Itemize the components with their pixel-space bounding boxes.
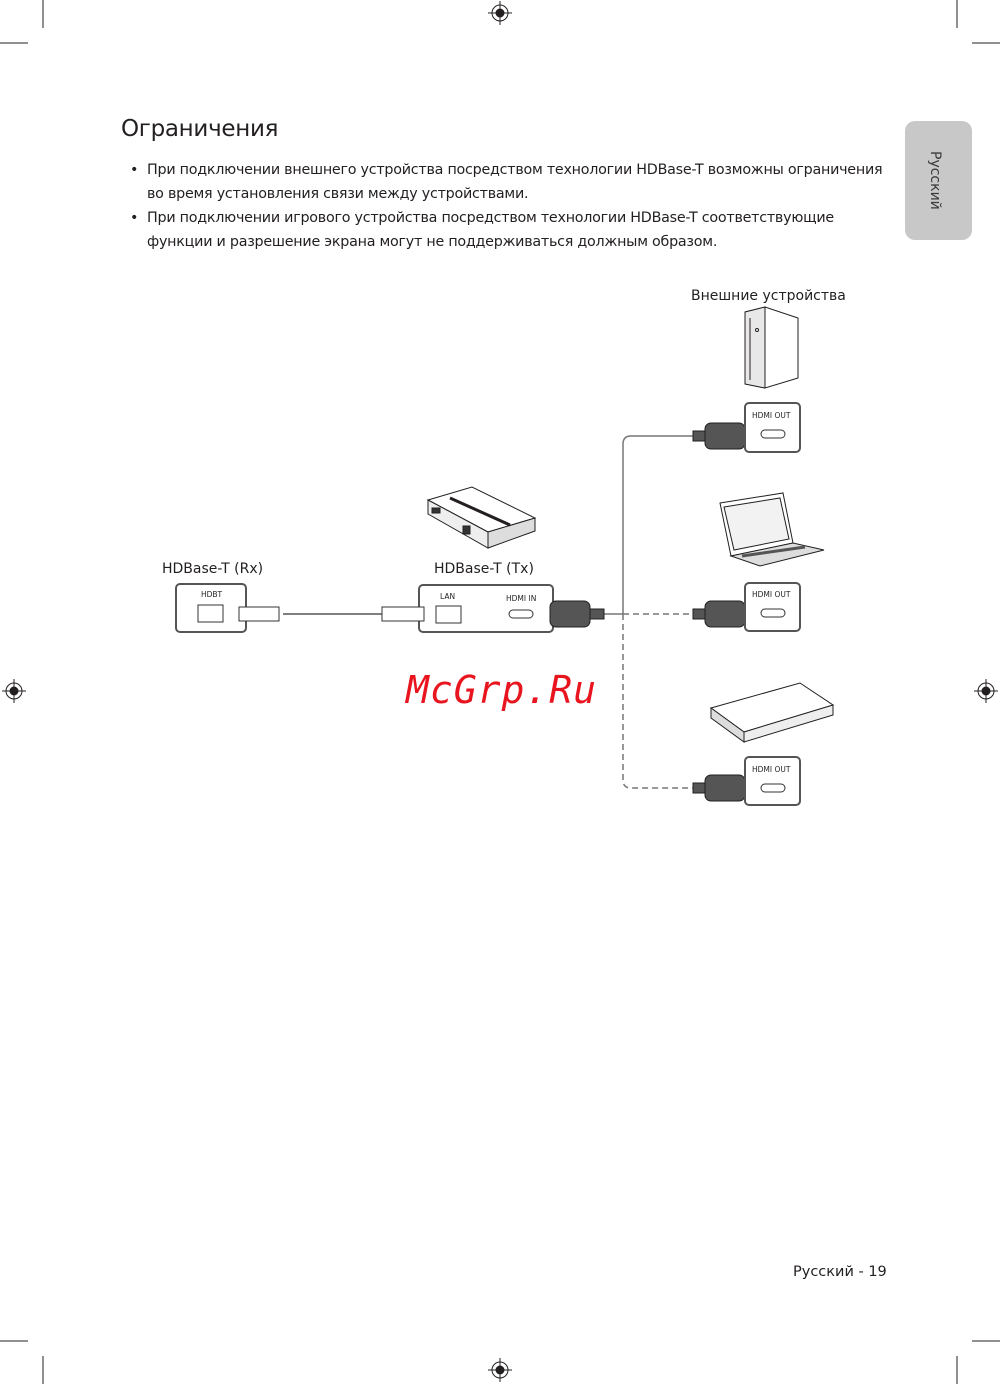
hdbaset-tx-device-icon [426,486,537,549]
language-side-tab: Русский [905,121,972,240]
hdbt-port-label: HDBT [201,590,223,599]
device-hdmi-out-panel: HDMI OUT [744,582,801,632]
list-item: При подключении внешнего устройства поср… [130,158,890,206]
hdmi-cables [603,435,695,789]
hdmi-port-icon [760,608,786,618]
hdmi-port-icon [760,429,786,439]
rx-label: HDBase-T (Rx) [162,561,263,577]
hdmi-port-icon [760,783,786,793]
game-console-icon [709,682,835,743]
device-hdmi-out-panel: HDMI OUT [744,756,801,806]
hdmi-plug-icon [549,422,746,802]
pc-tower-icon [744,306,799,389]
hdmi-in-port-label: HDMI IN [506,594,536,603]
hdmi-port-icon [508,609,534,619]
lan-cable [238,606,425,622]
device-hdmi-out-panel: HDMI OUT [744,402,801,453]
side-tab-label: Русский [927,151,943,210]
external-devices-label: Внешние устройства [691,288,846,304]
lan-port-label: LAN [440,592,455,601]
hdmi-out-label: HDMI OUT [752,765,791,774]
restrictions-list: При подключении внешнего устройства поср… [130,158,890,254]
page-footer: Русский - 19 [793,1264,887,1280]
hdmi-out-label: HDMI OUT [752,590,791,599]
watermark: McGrp.Ru [406,668,598,712]
hdmi-out-label: HDMI OUT [752,411,791,420]
page-title: Ограничения [121,116,279,142]
laptop-icon [719,492,825,567]
hdbaset-tx-box: LAN HDMI IN [418,584,554,633]
rj45-port-icon [435,605,462,624]
list-item: При подключении игрового устройства поср… [130,206,890,254]
tx-label: HDBase-T (Tx) [434,561,534,577]
rj45-port-icon [197,604,224,623]
hdbaset-rx-box: HDBT [175,583,247,633]
